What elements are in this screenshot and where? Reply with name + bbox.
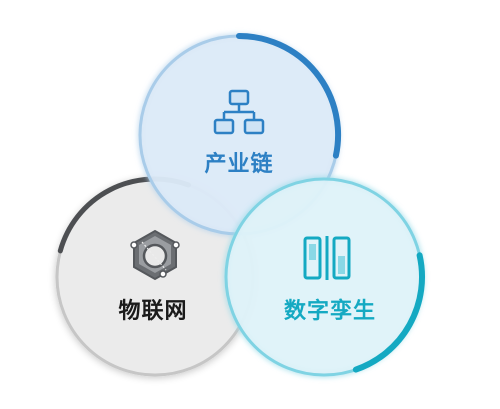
industry-chain-accent-arc — [236, 33, 342, 159]
industry-chain-label: 产业链 — [204, 152, 274, 177]
digital-twin-label: 数字孪生 — [283, 299, 376, 324]
digital-twin-accent-arc — [352, 252, 425, 373]
hex-nut-icon — [130, 229, 180, 281]
network-hierarchy-icon — [213, 89, 265, 135]
twin-bars-icon — [303, 236, 351, 280]
iot-label: 物联网 — [118, 299, 188, 324]
digital-twin-circle — [224, 177, 425, 377]
